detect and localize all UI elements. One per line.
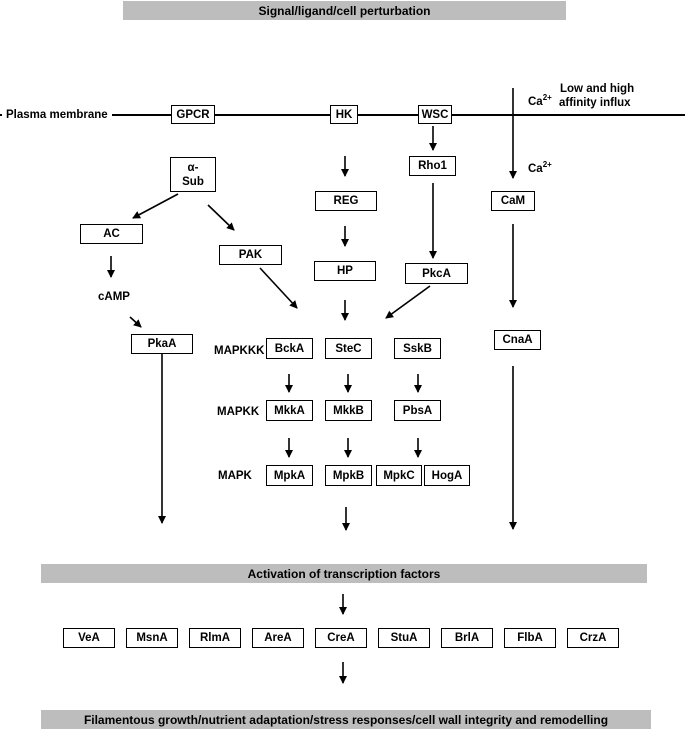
alpha-to-ac-arrow xyxy=(132,193,179,219)
transcription-activation-banner: Activation of transcription factors xyxy=(41,564,647,583)
hp-box: HP xyxy=(314,261,376,281)
influx-label-line2: affinity influx xyxy=(559,97,631,109)
sskb-box: SskB xyxy=(394,338,441,359)
ac-box: AC xyxy=(80,224,143,244)
tf-rlma-box: RlmA xyxy=(189,628,241,648)
receptor-wsc: WSC xyxy=(418,105,452,124)
pbsa-box: PbsA xyxy=(394,400,441,421)
pak-box: PAK xyxy=(219,245,282,265)
mkka-box: MkkA xyxy=(266,400,313,421)
tf-vea-box: VeA xyxy=(63,628,115,648)
tf-stua-box: StuA xyxy=(378,628,430,648)
stec-box: SteC xyxy=(325,338,372,359)
influx-label-line1: Low and high xyxy=(560,83,635,95)
ca-symbol: Ca xyxy=(528,95,543,108)
alpha-to-pak-arrow xyxy=(207,204,235,231)
alpha-subunit-line2: Sub xyxy=(182,175,204,188)
mkkb-box: MkkB xyxy=(325,400,372,421)
tf-crea-box: CreA xyxy=(315,628,367,648)
mpkc-box: MpkC xyxy=(376,465,422,486)
pka-box: PkaA xyxy=(131,334,193,354)
tf-crza-box: CrzA xyxy=(567,628,619,648)
tf-brla-box: BrlA xyxy=(441,628,493,648)
reg-box: REG xyxy=(315,191,377,211)
ca-charge: 2+ xyxy=(542,160,552,169)
cam-box: CaM xyxy=(491,191,535,211)
alpha-subunit-box: α- Sub xyxy=(170,157,216,192)
receptor-hk: HK xyxy=(330,105,358,124)
pak-to-mapkkk-arrow xyxy=(259,267,298,309)
tf-msna-box: MsnA xyxy=(126,628,178,648)
mapkk-level-label: MAPKK xyxy=(217,406,260,418)
cna-box: CnaA xyxy=(494,330,541,350)
pkca-box: PkcA xyxy=(405,263,468,284)
ca-ion-label-cytosol: Ca2+ xyxy=(528,158,552,176)
camp-label: cAMP xyxy=(98,291,130,303)
bcka-box: BckA xyxy=(266,338,313,359)
outcome-banner: Filamentous growth/nutrient adaptation/s… xyxy=(41,710,651,729)
ca-ion-label-top: Ca2+ xyxy=(528,91,552,109)
mapk-level-label: MAPK xyxy=(218,470,252,482)
rho1-box: Rho1 xyxy=(409,156,456,176)
plasma-membrane-label: Plasma membrane xyxy=(2,108,112,122)
hoga-box: HogA xyxy=(424,465,470,486)
ca-charge: 2+ xyxy=(542,93,552,102)
pkca-to-mapkkk-arrow xyxy=(385,285,431,319)
tf-flba-box: FlbA xyxy=(504,628,556,648)
ca-symbol: Ca xyxy=(528,162,543,175)
tf-area-box: AreA xyxy=(252,628,304,648)
alpha-subunit-line1: α- xyxy=(187,161,199,174)
mapkkk-level-label: MAPKKK xyxy=(214,345,265,357)
mpka-box: MpkA xyxy=(266,465,313,486)
camp-to-pka-arrow xyxy=(129,316,142,328)
signal-banner: Signal/ligand/cell perturbation xyxy=(123,1,566,20)
mpkb-box: MpkB xyxy=(325,465,372,486)
receptor-gpcr: GPCR xyxy=(171,105,215,124)
